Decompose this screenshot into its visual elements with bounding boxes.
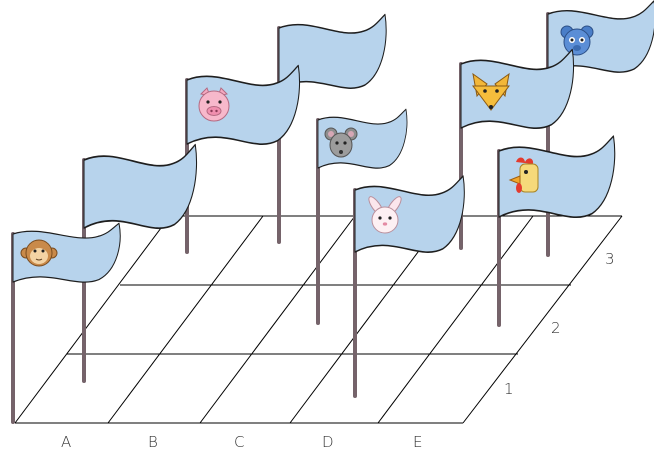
column-label-e: E [413,433,422,449]
column-label-a: A [61,433,71,449]
grid-line-col-b-c [200,216,355,423]
flag-e2 [499,136,615,325]
pig-icon [199,88,229,121]
column-label-c: C [234,433,244,449]
column-label-d: D [322,433,334,449]
flag-a1 [13,223,120,422]
flag-d1 [355,176,464,396]
flag-b3 [187,66,300,252]
row-label-2: 2 [551,319,561,337]
row-label-3: 3 [605,250,615,268]
column-label-b: B [148,433,158,449]
grid-line-col-right [463,216,622,423]
row-label-1: 1 [504,380,514,398]
flag-e3 [548,1,654,255]
